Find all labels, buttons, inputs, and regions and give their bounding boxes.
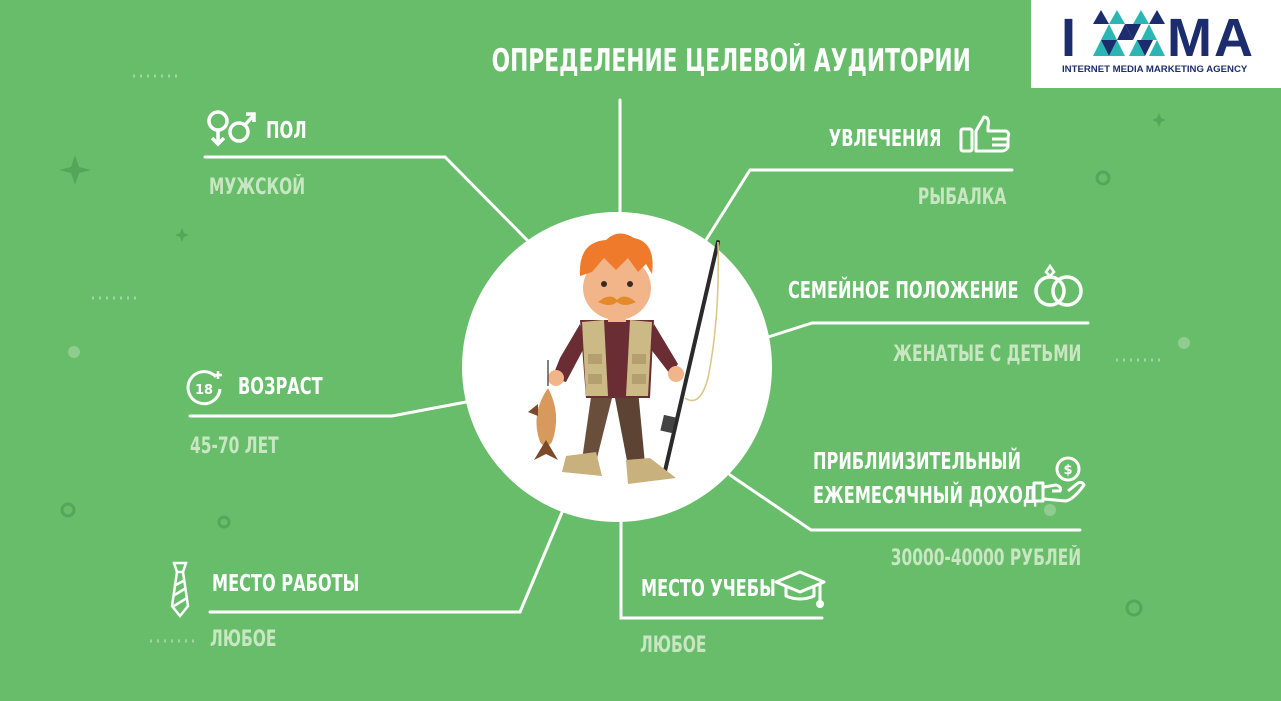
study-label: МЕСТО УЧЕБЫ (641, 576, 776, 602)
wedding-rings-icon (1034, 263, 1083, 307)
graduation-cap-icon (774, 570, 826, 608)
money-hand-icon: $ (1032, 456, 1086, 503)
coin-symbol: $ (1063, 463, 1072, 478)
page-title: ОПРЕДЕЛЕНИЕ ЦЕЛЕВОЙ АУДИТОРИИ (491, 43, 971, 79)
family-label: СЕМЕЙНОЕ ПОЛОЖЕНИЕ (788, 278, 1019, 304)
necktie-icon (170, 561, 190, 619)
family-value: ЖЕНАТЫЕ С ДЕТЬМИ (892, 342, 1081, 367)
gender-value: МУЖСКОЙ (209, 175, 306, 200)
income-label-line2: ЕЖЕМЕСЯЧНЫЙ ДОХОД (813, 483, 1038, 509)
work-value: ЛЮБОЕ (210, 627, 277, 652)
imma-logo[interactable]: I MA INTERNET MEDIA MARKETING AGENCY (1031, 0, 1281, 88)
hobby-label: УВЛЕЧЕНИЯ (828, 126, 941, 152)
income-value: 30000-40000 РУБЛЕЙ (890, 546, 1081, 571)
study-value: ЛЮБОЕ (640, 633, 707, 658)
gender-symbols-icon (207, 110, 256, 147)
logo-triangle-m-icon (1093, 10, 1165, 56)
logo-letters-ma: MA (1167, 8, 1255, 68)
age-18-plus-icon: 18 (186, 370, 222, 406)
fisherman-illustration (528, 233, 720, 484)
age-label: ВОЗРАСТ (238, 374, 323, 400)
logo-tagline: INTERNET MEDIA MARKETING AGENCY (1062, 64, 1248, 75)
work-label: МЕСТО РАБОТЫ (212, 571, 360, 597)
thumbs-up-icon (959, 115, 1011, 153)
gender-label: ПОЛ (266, 118, 307, 144)
age-value: 45-70 ЛЕТ (190, 434, 279, 459)
logo-letter-i: I (1061, 8, 1079, 68)
age-badge-text: 18 (195, 383, 213, 398)
hobby-value: РЫБАЛКА (917, 185, 1006, 210)
income-label-line1: ПРИБЛИИЗИТЕЛЬНЫЙ (813, 449, 1022, 475)
